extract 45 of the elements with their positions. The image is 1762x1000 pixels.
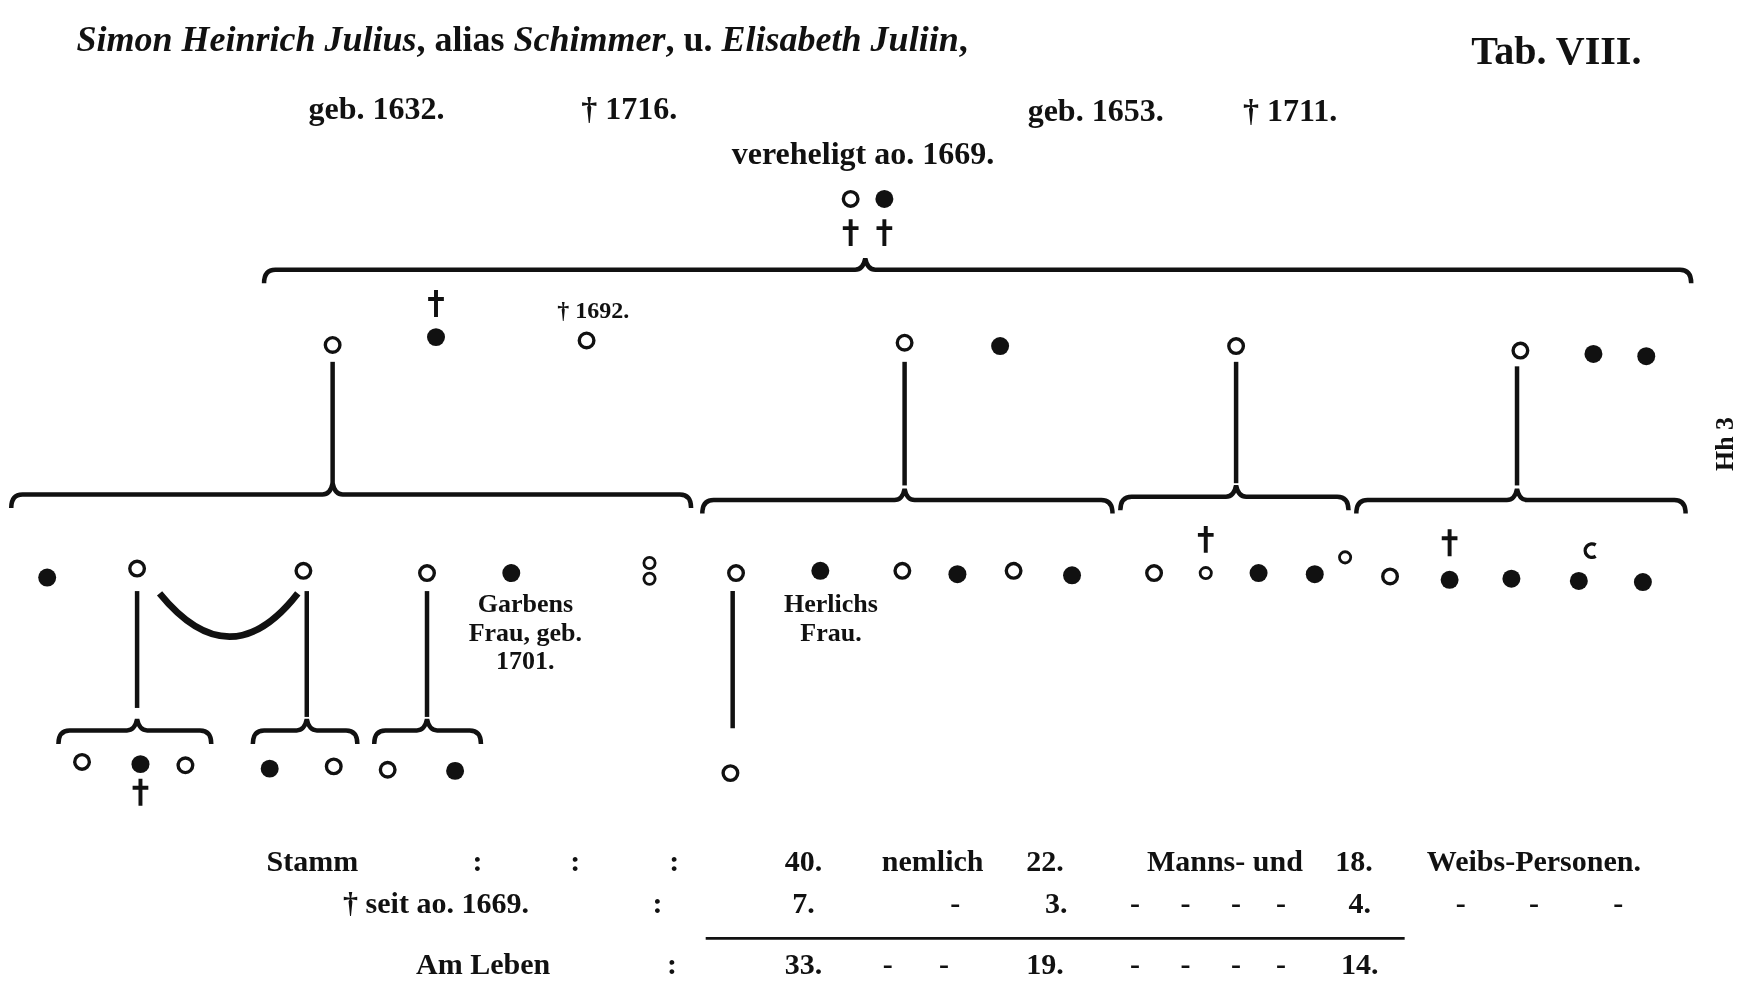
- table-cell: Weibs-Personen.: [1426, 843, 1641, 877]
- table-cell: Manns- und: [1146, 843, 1303, 877]
- table-cell: -: [938, 946, 949, 980]
- table-cell: nemlich: [881, 843, 984, 877]
- table-cell: 40.: [784, 843, 823, 877]
- table-cell: -: [1180, 946, 1191, 980]
- marriage-note: vereheligt ao. 1669.: [731, 136, 995, 172]
- table-cell: :: [570, 843, 581, 877]
- date-text: geb. 1632.: [308, 91, 445, 127]
- spouse-note: Garbens Frau, geb. 1701.: [467, 589, 583, 676]
- table-cell: 7.: [792, 885, 815, 919]
- spouse-note: Herlichs Frau.: [783, 589, 879, 648]
- table-cell: Am Leben: [416, 946, 551, 980]
- table-cell: -: [1528, 885, 1539, 919]
- table-cell: -: [1129, 946, 1140, 980]
- table-cell: 14.: [1340, 946, 1379, 980]
- table-cell: 3.: [1045, 885, 1068, 919]
- table-cell: 4.: [1348, 885, 1371, 919]
- table-cell: :: [472, 843, 483, 877]
- table-cell: -: [1180, 885, 1191, 919]
- table-cell: -: [882, 946, 893, 980]
- table-cell: :: [669, 843, 680, 877]
- table-cell: -: [1276, 885, 1287, 919]
- table-cell: -: [1231, 885, 1242, 919]
- death-date: † 1692.: [557, 296, 630, 324]
- date-text: geb. 1653.: [1027, 93, 1164, 129]
- table-cell: -: [1231, 946, 1242, 980]
- table-cell: :: [667, 946, 677, 980]
- table-cell: Stamm: [266, 843, 359, 877]
- table-cell: † seit ao. 1669.: [343, 885, 529, 919]
- table-cell: -: [1455, 885, 1466, 919]
- table-cell: -: [1129, 885, 1140, 919]
- table-number: Tab. VIII.: [1471, 28, 1642, 73]
- signature-mark: Hh 3: [1710, 416, 1740, 471]
- table-cell: 18.: [1335, 843, 1373, 877]
- table-cell: :: [652, 885, 663, 919]
- table-cell: 22.: [1026, 843, 1064, 877]
- table-cell: -: [1276, 946, 1287, 980]
- table-cell: 19.: [1026, 946, 1064, 980]
- table-cell: 33.: [784, 946, 823, 980]
- title: Simon Heinrich Julius, alias Schimmer, u. Elisabeth Juliin,: [76, 20, 968, 60]
- table-cell: -: [950, 885, 961, 919]
- date-text: † 1716.: [581, 91, 678, 127]
- table-cell: -: [1613, 885, 1624, 919]
- date-text: † 1711.: [1242, 93, 1338, 129]
